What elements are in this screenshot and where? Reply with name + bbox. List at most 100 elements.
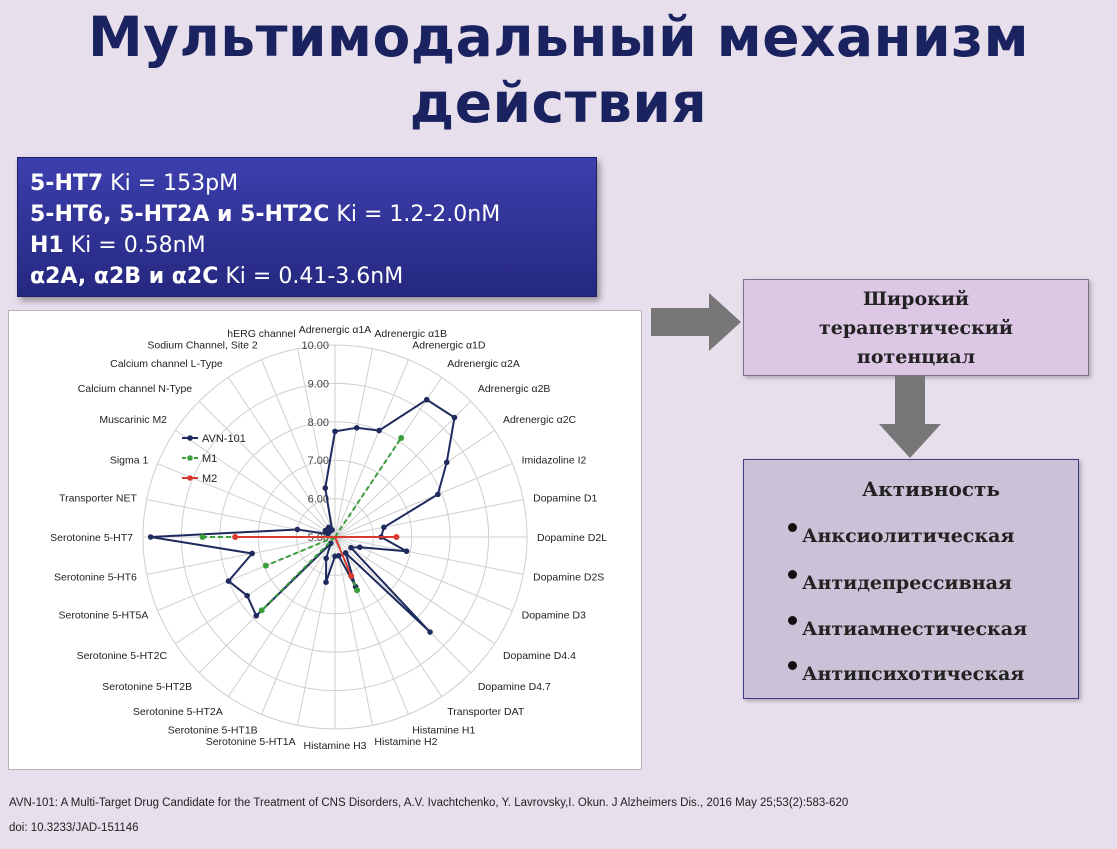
- radial-tick-label: 6.00: [308, 494, 329, 506]
- slide-title-line-2: действия: [409, 71, 708, 135]
- category-label: hERG channel: [227, 328, 295, 340]
- series-spoke-m1: [260, 536, 336, 612]
- grid-spoke: [334, 463, 513, 538]
- category-label: Muscarinic M2: [99, 414, 167, 426]
- data-point-avn101: [332, 553, 338, 559]
- category-label: Calcium channel L-Type: [110, 358, 223, 370]
- grid-spoke: [334, 348, 373, 538]
- data-point-avn101: [423, 396, 430, 403]
- bullet-icon: [788, 616, 797, 625]
- category-label: Adrenergic α1D: [412, 339, 486, 351]
- legend-marker: [187, 475, 193, 481]
- data-point-avn101: [381, 524, 387, 531]
- grid-spoke: [227, 536, 336, 697]
- legend-marker: [187, 455, 193, 461]
- category-label: Serotonine 5-HT2B: [102, 681, 192, 693]
- activity-heading: Активность: [862, 477, 1000, 501]
- data-point-m2: [393, 534, 400, 540]
- data-point-avn101: [443, 459, 450, 466]
- series-spoke-m1: [334, 437, 402, 538]
- grid-spoke: [334, 400, 472, 538]
- data-point-m1: [258, 607, 265, 614]
- affinity-line: α2A, α2B и α2C Ki = 0.41-3.6nM: [30, 261, 584, 292]
- arrow-right-icon: [651, 293, 741, 351]
- bullet-icon: [788, 523, 797, 532]
- arrow-down-icon: [879, 376, 941, 458]
- data-point-m2: [232, 534, 239, 540]
- radial-tick-label: 10.00: [301, 340, 329, 352]
- category-label: Serotonine 5-HT2A: [133, 706, 223, 718]
- grid-spoke: [261, 536, 336, 715]
- data-point-m1: [199, 534, 206, 540]
- category-label: Histamine H3: [303, 740, 366, 752]
- data-point-avn101: [249, 550, 255, 557]
- category-label: Dopamine D2S: [533, 571, 604, 583]
- activity-item: Анксиолитическая: [802, 525, 1015, 547]
- data-point-avn101: [376, 427, 382, 434]
- grid-spoke: [334, 536, 495, 645]
- data-point-avn101: [451, 414, 458, 421]
- category-label: Transporter NET: [59, 493, 137, 505]
- category-label: Histamine H1: [412, 725, 475, 737]
- grid-spoke: [175, 429, 336, 538]
- affinity-receptors: 5-HT7: [30, 171, 104, 196]
- bullet-icon: [788, 661, 797, 670]
- data-point-avn101: [253, 612, 260, 619]
- legend-label: AVN-101: [202, 433, 246, 445]
- category-label: Serotonine 5-HT6: [54, 571, 137, 583]
- data-point-avn101: [244, 592, 250, 599]
- affinity-ki: Ki = 0.58nM: [70, 233, 206, 258]
- series-spoke-m1: [265, 536, 336, 567]
- category-label: Histamine H2: [374, 736, 437, 748]
- bullet-icon: [788, 570, 797, 579]
- grid-spoke: [334, 536, 524, 575]
- category-label: Serotonine 5-HT5A: [58, 609, 148, 621]
- affinity-receptors: 5-HT6, 5-HT2A и 5-HT2C: [30, 202, 330, 227]
- data-point-avn101: [357, 544, 363, 551]
- data-point-avn101: [327, 540, 334, 547]
- grid-spoke: [227, 377, 336, 538]
- therapeutic-potential-box: Широкий терапевтический потенциал: [743, 279, 1089, 376]
- radial-tick-label: 7.00: [308, 455, 329, 467]
- slide-title: Мультимодальный механизм действия: [0, 4, 1117, 136]
- data-point-m1: [262, 562, 269, 569]
- data-point-avn101: [427, 629, 433, 635]
- grid-spoke: [146, 536, 336, 575]
- data-point-avn101: [225, 578, 232, 584]
- grid-spoke: [334, 536, 513, 611]
- category-label: Imidazoline I2: [522, 455, 587, 467]
- data-point-avn101: [322, 485, 329, 491]
- category-label: Serotonine 5-HT2C: [77, 650, 168, 662]
- activity-box: Активность Анксиолитическая Антидепресси…: [743, 459, 1079, 699]
- potential-line-3: потенциал: [856, 346, 976, 368]
- data-point-m1: [354, 587, 361, 594]
- data-point-avn101: [147, 534, 154, 540]
- data-point-avn101: [329, 527, 335, 533]
- slide-title-line-1: Мультимодальный механизм: [87, 5, 1030, 69]
- potential-line-2: терапевтический: [819, 317, 1013, 339]
- affinity-receptors: H1: [30, 233, 64, 258]
- data-point-m1: [398, 435, 405, 442]
- reference-doi: doi: 10.3233/JAD-151146: [9, 822, 139, 834]
- potential-line-1: Широкий: [862, 288, 970, 310]
- affinity-line: 5-HT6, 5-HT2A и 5-HT2C Ki = 1.2-2.0nM: [30, 199, 584, 230]
- data-point-avn101: [353, 424, 360, 431]
- radial-tick-label: 8.00: [308, 417, 329, 429]
- category-label: Adrenergic α2C: [503, 414, 577, 426]
- grid-spoke: [157, 463, 336, 538]
- legend-marker: [187, 435, 193, 441]
- data-point-avn101: [323, 579, 329, 585]
- grid-spoke: [175, 536, 336, 645]
- reference-citation: AVN-101: A Multi-Target Drug Candidate f…: [9, 797, 849, 809]
- grid-spoke: [198, 400, 336, 538]
- category-label: Calcium channel N-Type: [78, 383, 193, 395]
- category-label: Adrenergic α1B: [374, 328, 447, 340]
- category-label: Dopamine D1: [533, 493, 597, 505]
- category-label: Serotonine 5-HT7: [50, 532, 133, 544]
- grid-spoke: [334, 499, 524, 538]
- radial-tick-label: 9.00: [308, 378, 329, 390]
- category-label: Sodium Channel, Site 2: [147, 339, 257, 351]
- grid-spoke: [334, 536, 443, 697]
